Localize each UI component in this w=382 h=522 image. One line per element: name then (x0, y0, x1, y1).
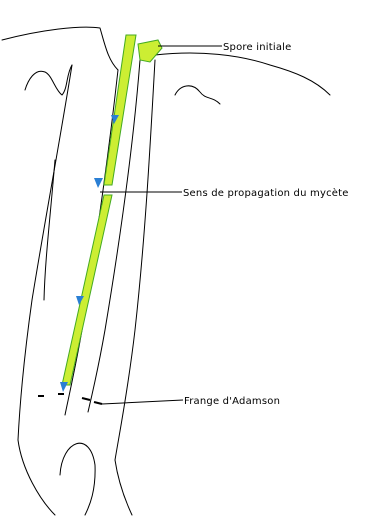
skin-fold-right (175, 86, 220, 104)
leader-fringe (102, 400, 183, 404)
skin-surface-right (155, 53, 330, 95)
skin-fold-left (25, 65, 72, 95)
inner-sheath-line (44, 160, 55, 300)
spore-cluster (138, 40, 162, 62)
adamson-fringe (38, 394, 102, 404)
hypha-body (104, 35, 136, 185)
follicle-outline (2, 27, 330, 515)
label-propagation: Sens de propagation du mycète (183, 187, 349, 199)
skin-surface-left (2, 27, 118, 70)
bulb-outline (60, 443, 95, 515)
label-fringe: Frange d'Adamson (184, 396, 280, 407)
fungal-hypha (60, 35, 162, 392)
arrow-4 (60, 382, 68, 392)
label-spore: Spore initiale (223, 42, 292, 53)
follicle-wall-left (18, 65, 72, 515)
hypha-body-lower (62, 195, 112, 385)
arrow-2 (94, 178, 103, 188)
